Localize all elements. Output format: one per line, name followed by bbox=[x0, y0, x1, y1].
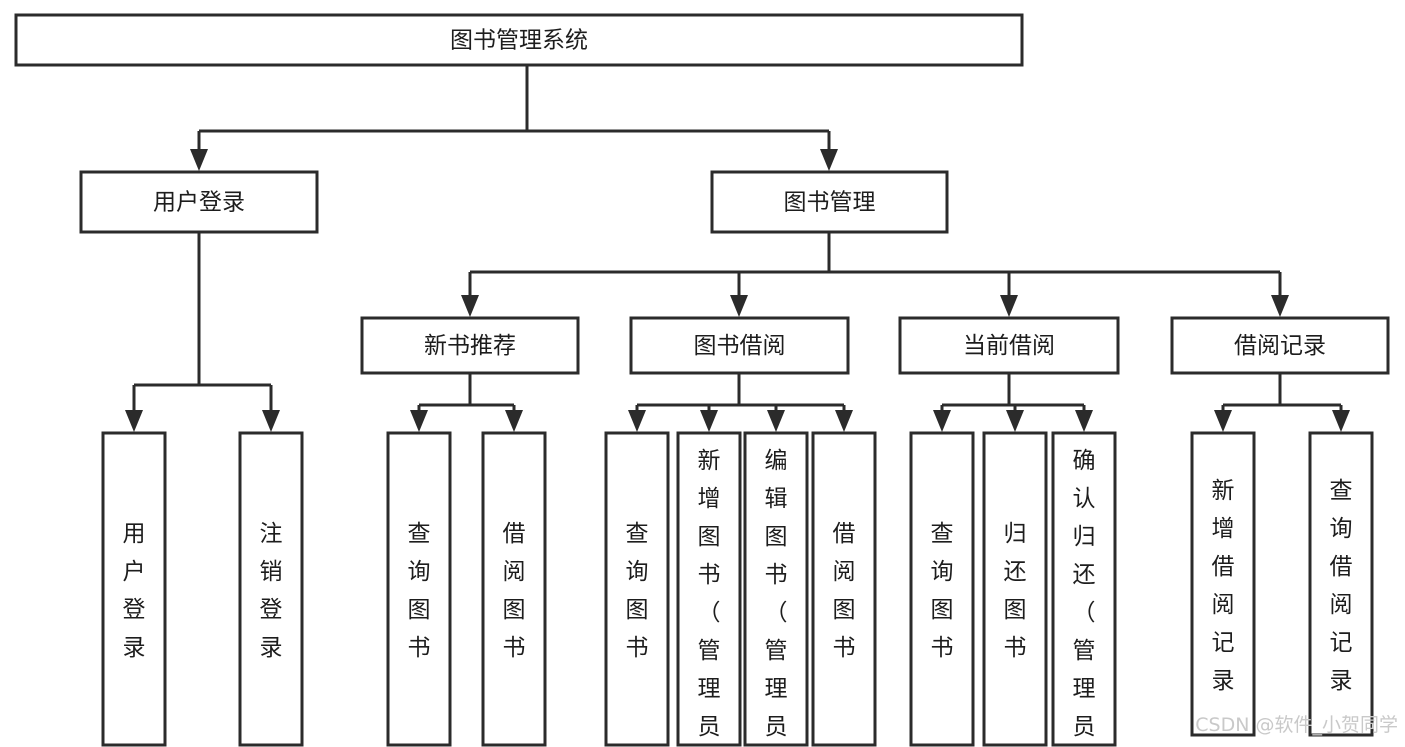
arrow-head-icon bbox=[700, 410, 718, 432]
node-leaf-return-book[interactable]: 归还图书 bbox=[982, 431, 1048, 747]
node-leaf-borrow-book-2[interactable]: 借阅图书 bbox=[811, 431, 877, 747]
arrow-head-icon bbox=[461, 295, 479, 317]
node-root-图书管理系统[interactable]: 图书管理系统 bbox=[14, 13, 1024, 67]
node-label: 新增借阅记录 bbox=[1212, 478, 1235, 694]
node-rect[interactable] bbox=[982, 431, 1048, 747]
node-label: 当前借阅 bbox=[963, 333, 1055, 359]
connector-layer bbox=[125, 65, 1350, 432]
node-label: 编辑图书（管理员） bbox=[765, 448, 788, 747]
node-book-manage[interactable]: 图书管理 bbox=[710, 170, 949, 234]
node-label: 新书推荐 bbox=[424, 333, 516, 359]
node-rect[interactable] bbox=[386, 431, 452, 747]
arrow-head-icon bbox=[767, 410, 785, 432]
arrow-head-icon bbox=[262, 410, 280, 432]
node-label: 用户登录 bbox=[123, 521, 146, 661]
node-leaf-confirm-return[interactable]: 确认归还（管理员） bbox=[1051, 431, 1117, 747]
arrow-head-icon bbox=[730, 295, 748, 317]
arrow-head-icon bbox=[410, 410, 428, 432]
node-rect[interactable] bbox=[360, 316, 580, 375]
connector-current-borrow-bus bbox=[933, 373, 1093, 432]
connector-new-book-bus bbox=[410, 373, 523, 432]
connector-borrow-record-bus bbox=[1214, 373, 1350, 432]
node-rect[interactable] bbox=[811, 431, 877, 747]
node-user-login[interactable]: 用户登录 bbox=[79, 170, 319, 234]
node-new-book-recommend[interactable]: 新书推荐 bbox=[360, 316, 580, 375]
node-rect[interactable] bbox=[1308, 431, 1374, 737]
node-rect[interactable] bbox=[676, 431, 742, 747]
arrow-head-icon bbox=[1006, 410, 1024, 432]
node-leaf-add-record[interactable]: 新增借阅记录 bbox=[1190, 431, 1256, 737]
node-leaf-user-login[interactable]: 用户登录 bbox=[101, 431, 167, 747]
arrow-head-icon bbox=[1214, 410, 1232, 432]
node-rect[interactable] bbox=[79, 170, 319, 234]
node-label: 注销登录 bbox=[260, 521, 283, 661]
arrow-head-icon bbox=[125, 410, 143, 432]
node-leaf-query-book-2[interactable]: 查询图书 bbox=[604, 431, 670, 747]
node-leaf-borrow-book-1[interactable]: 借阅图书 bbox=[481, 431, 547, 747]
arrow-head-icon bbox=[835, 410, 853, 432]
node-leaf-query-book-1[interactable]: 查询图书 bbox=[386, 431, 452, 747]
arrow-head-icon bbox=[933, 410, 951, 432]
node-label: 借阅记录 bbox=[1234, 333, 1326, 359]
arrow-head-icon bbox=[628, 410, 646, 432]
node-label: 借阅图书 bbox=[503, 521, 526, 661]
node-leaf-query-record[interactable]: 查询借阅记录 bbox=[1308, 431, 1374, 737]
node-label: 查询图书 bbox=[626, 521, 649, 661]
node-rect[interactable] bbox=[898, 316, 1120, 375]
connector-book-borrow-bus bbox=[628, 373, 853, 432]
node-rect[interactable] bbox=[629, 316, 850, 375]
node-label: 查询图书 bbox=[931, 521, 954, 661]
arrow-head-icon bbox=[1075, 410, 1093, 432]
node-leaf-add-book[interactable]: 新增图书（管理员） bbox=[676, 431, 742, 747]
node-label: 查询借阅记录 bbox=[1330, 478, 1353, 694]
connector-book-manage-bus bbox=[461, 232, 1289, 317]
node-rect[interactable] bbox=[1170, 316, 1390, 375]
node-borrow-record[interactable]: 借阅记录 bbox=[1170, 316, 1390, 375]
csdn-watermark: CSDN @软件_小贺同学 bbox=[1195, 714, 1398, 736]
node-label: 查询图书 bbox=[408, 521, 431, 661]
node-label: 图书管理 bbox=[784, 190, 876, 216]
node-rect[interactable] bbox=[481, 431, 547, 747]
node-rect[interactable] bbox=[14, 13, 1024, 67]
arrow-head-icon bbox=[190, 149, 208, 171]
connector-root-bus bbox=[190, 65, 838, 171]
arrow-head-icon bbox=[1000, 295, 1018, 317]
arrow-head-icon bbox=[1332, 410, 1350, 432]
node-leaf-query-book-3[interactable]: 查询图书 bbox=[909, 431, 975, 747]
node-leaf-edit-book[interactable]: 编辑图书（管理员） bbox=[743, 431, 809, 747]
node-label: 归还图书 bbox=[1004, 521, 1027, 661]
node-label: 借阅图书 bbox=[833, 521, 856, 661]
arrow-head-icon bbox=[505, 410, 523, 432]
arrow-head-icon bbox=[820, 149, 838, 171]
node-rect[interactable] bbox=[710, 170, 949, 234]
node-rect[interactable] bbox=[1051, 431, 1117, 747]
node-rect[interactable] bbox=[238, 431, 304, 747]
arrow-head-icon bbox=[1271, 295, 1289, 317]
node-leaf-user-logout[interactable]: 注销登录 bbox=[238, 431, 304, 747]
node-label: 用户登录 bbox=[153, 190, 245, 216]
node-rect[interactable] bbox=[743, 431, 809, 747]
node-rect[interactable] bbox=[604, 431, 670, 747]
node-current-borrow[interactable]: 当前借阅 bbox=[898, 316, 1120, 375]
node-label: 图书借阅 bbox=[694, 333, 786, 359]
node-book-borrow[interactable]: 图书借阅 bbox=[629, 316, 850, 375]
node-layer: 图书管理系统用户登录图书管理新书推荐图书借阅当前借阅借阅记录用户登录注销登录查询… bbox=[14, 13, 1390, 747]
node-rect[interactable] bbox=[1190, 431, 1256, 737]
connector-user-login-bus bbox=[125, 232, 280, 432]
node-label: 新增图书（管理员） bbox=[698, 448, 721, 747]
node-rect[interactable] bbox=[101, 431, 167, 747]
node-label: 图书管理系统 bbox=[450, 28, 588, 54]
node-label: 确认归还（管理员） bbox=[1073, 448, 1096, 747]
node-rect[interactable] bbox=[909, 431, 975, 747]
